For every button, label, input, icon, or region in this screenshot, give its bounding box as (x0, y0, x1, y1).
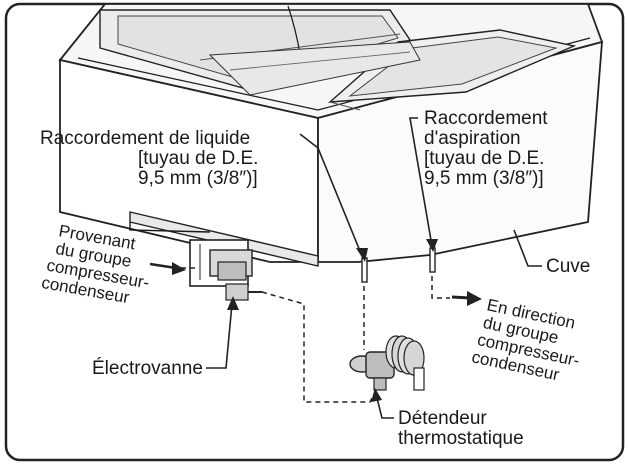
expansion-valve-illustration (349, 335, 425, 391)
label-expansion-valve-2: thermostatique (398, 428, 524, 449)
arrow-from-condensing-unit (149, 262, 186, 275)
unit-front-face (59, 58, 319, 263)
label-expansion-valve-1: Détendeur (398, 408, 487, 429)
leader-solenoid (206, 303, 233, 369)
label-liquid-line-3: 9,5 mm (3/8″)] (138, 168, 258, 189)
unit-base (129, 211, 319, 267)
leader-liquid (299, 133, 363, 257)
pan-right (327, 29, 577, 111)
liquid-pipe-stub (361, 257, 368, 283)
pipe-suction-out (431, 276, 450, 299)
well-unit-illustration (58, 3, 604, 283)
suction-pipe-stub (429, 247, 436, 273)
label-suction-line-2: d'aspiration (424, 128, 521, 149)
pipe-valve-to-tev (261, 291, 377, 403)
label-liquid-line-1: Raccordement de liquide (40, 128, 250, 149)
unit-base-edge (129, 222, 211, 233)
leader-tev (375, 393, 394, 419)
leader-lines (206, 117, 542, 419)
arrow-to-condensing-unit (451, 291, 482, 306)
leader-tank (513, 229, 542, 267)
label-liquid-line-2: [tuyau de D.E. (138, 148, 258, 169)
leader-suction (409, 117, 433, 247)
label-solenoid-valve: Électrovanne (92, 358, 203, 379)
label-suction-line-3: [tuyau de D.E. (424, 148, 544, 169)
label-tank: Cuve (546, 256, 590, 277)
label-suction-line-4: 9,5 mm (3/8″)] (424, 168, 544, 189)
pan-center (208, 41, 421, 96)
solenoid-valve-illustration (189, 239, 262, 301)
label-suction-line-1: Raccordement (424, 108, 548, 129)
